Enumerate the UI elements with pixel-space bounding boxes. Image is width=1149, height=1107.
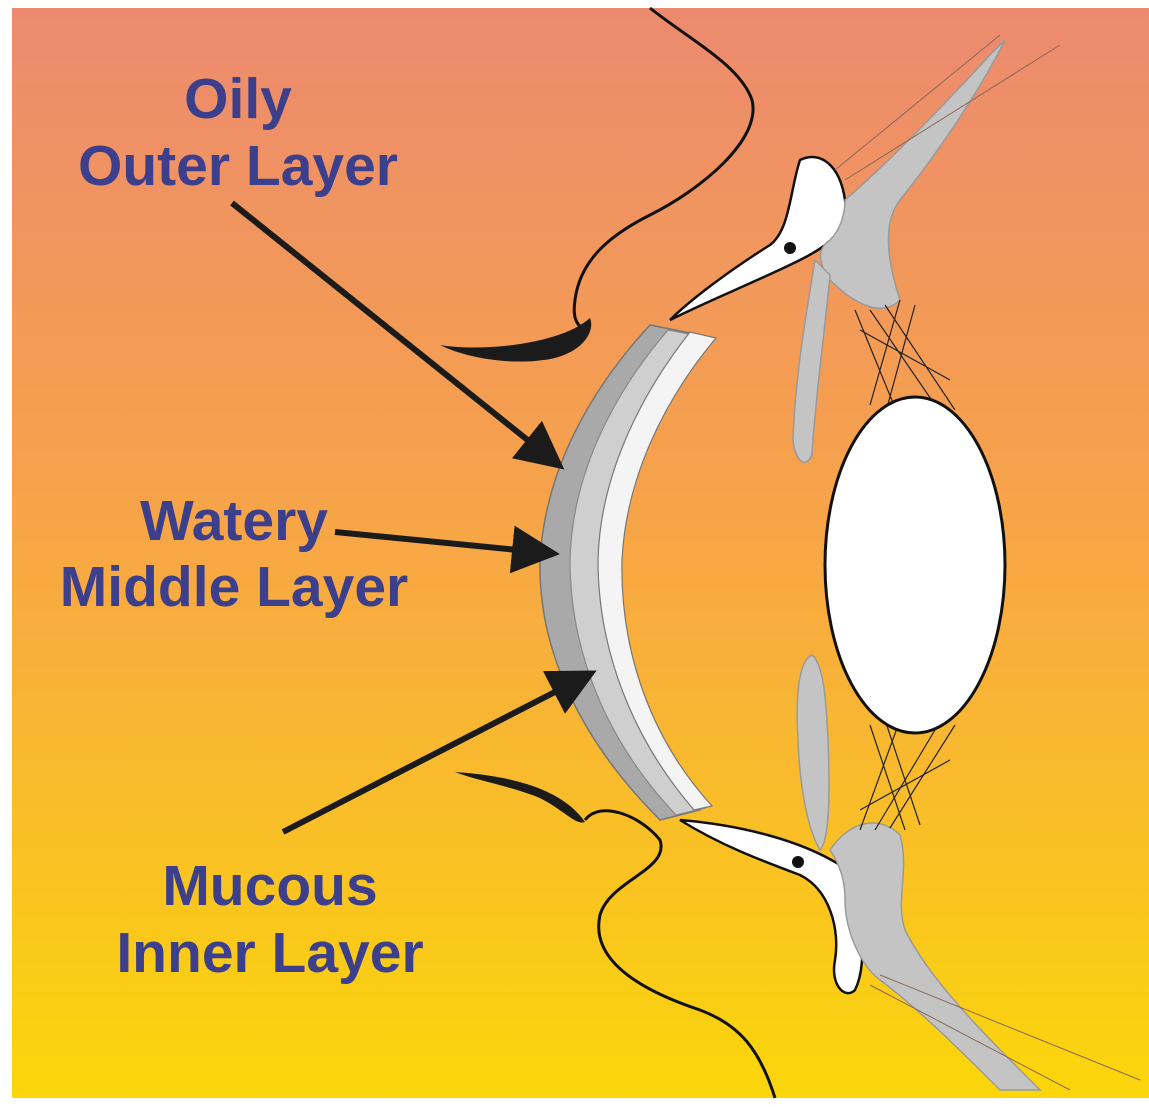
mucous-label-line1: Mucous bbox=[162, 854, 377, 918]
mucous-label-line2: Inner Layer bbox=[116, 921, 423, 985]
lower-meibomian-gland bbox=[792, 856, 804, 868]
watery-label-line2: Middle Layer bbox=[60, 555, 408, 619]
lens bbox=[825, 397, 1005, 733]
upper-meibomian-gland bbox=[784, 242, 796, 254]
oily-label-line2: Outer Layer bbox=[78, 134, 398, 198]
oily-label-line1: Oily bbox=[184, 67, 292, 131]
watery-label-line1: Watery bbox=[140, 489, 328, 553]
